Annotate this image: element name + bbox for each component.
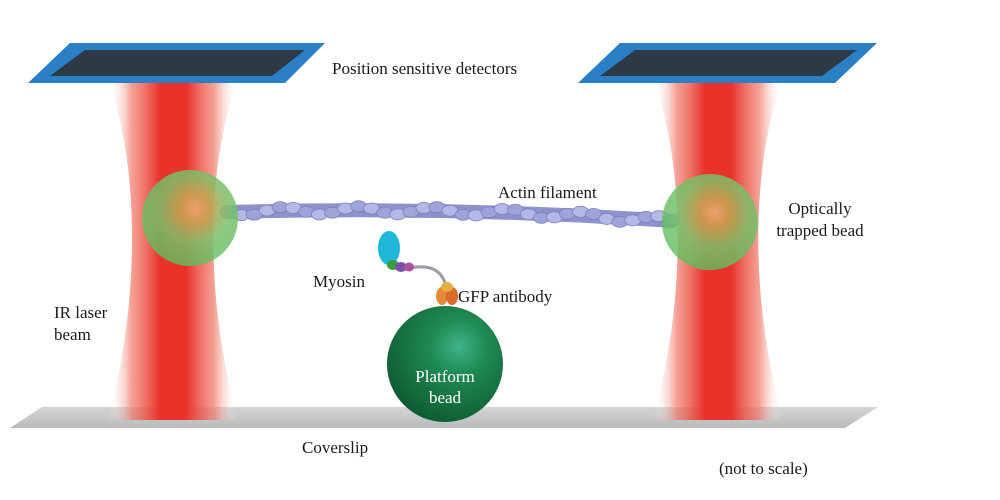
- platform-bead-label: Platform bead: [400, 366, 490, 408]
- platform-bead-label-line1: Platform: [415, 367, 475, 386]
- actin-filament: [219, 200, 681, 228]
- ir-laser-beam-label-line1: IR laser: [54, 303, 108, 322]
- optically-trapped-bead-right: [662, 174, 758, 270]
- scale-note-label: (not to scale): [719, 459, 808, 478]
- myosin-label: Myosin: [313, 272, 365, 291]
- ir-laser-beam-label-line2: beam: [54, 325, 91, 344]
- platform-bead-label-line2: bead: [428, 388, 462, 407]
- position-detector-left: [28, 43, 325, 83]
- optically-trapped-bead-label: Optically trapped bead: [758, 198, 882, 242]
- ir-laser-beam-label: IR laser beam: [54, 302, 107, 346]
- optically-trapped-bead-label-line1: Optically: [788, 199, 852, 218]
- detectors-label: Position sensitive detectors: [332, 59, 518, 78]
- actin-filament-label: Actin filament: [498, 183, 597, 202]
- actin-monomer: [585, 208, 602, 220]
- optically-trapped-bead-left: [142, 170, 238, 266]
- position-detector-right: [578, 43, 877, 83]
- myosin: [378, 231, 448, 287]
- gfp-antibody-label: GFP antibody: [458, 287, 553, 306]
- myosin-head: [378, 231, 400, 265]
- platform-bead: [387, 306, 503, 422]
- gfp-antibody: [436, 282, 458, 305]
- coverslip-label: Coverslip: [302, 438, 369, 457]
- optically-trapped-bead-label-line2: trapped bead: [776, 221, 864, 240]
